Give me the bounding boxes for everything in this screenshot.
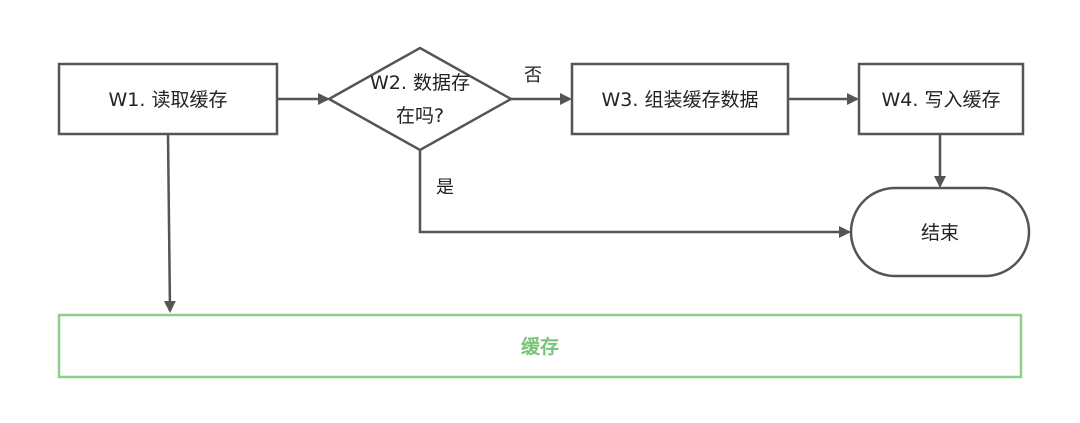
edge-w2-to-end: [418, 150, 851, 238]
node-w2-decision[interactable]: W2. 数据存 在吗?: [326, 46, 514, 152]
edge-no-label: 否: [524, 65, 542, 86]
edge-w1-to-store: [163, 133, 176, 313]
node-end-terminator[interactable]: 结束: [849, 186, 1031, 278]
cache-store-label: 缓存: [521, 335, 559, 358]
node-w1-read-cache[interactable]: W1. 读取缓存: [57, 62, 279, 136]
node-w3-assemble-data[interactable]: W3. 组装缓存数据: [570, 62, 790, 136]
node-end-label: 结束: [921, 222, 959, 244]
node-w4-label: W4. 写入缓存: [882, 89, 1001, 111]
node-w3-label: W3. 组装缓存数据: [602, 89, 759, 111]
node-w2-label-line1: W2. 数据存: [370, 72, 470, 94]
edge-yes-label: 是: [436, 177, 454, 198]
node-w2-label-line2: 在吗?: [396, 105, 444, 127]
cache-store[interactable]: 缓存: [57, 313, 1023, 379]
node-w1-label: W1. 读取缓存: [109, 89, 228, 111]
node-w4-write-cache[interactable]: W4. 写入缓存: [857, 62, 1025, 136]
